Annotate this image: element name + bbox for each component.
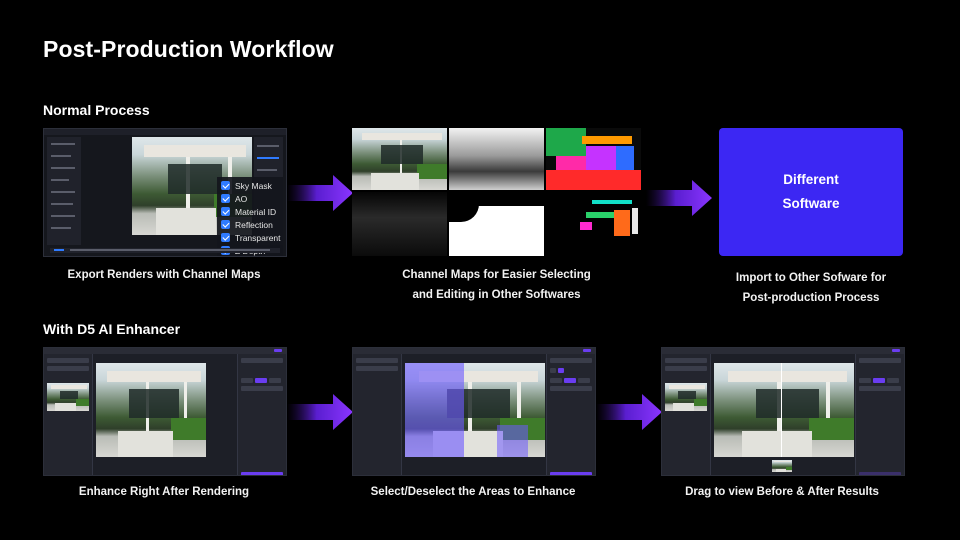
selection-mask-left	[405, 363, 464, 457]
channel-checklist: Sky Mask AO Material ID Reflection Trans…	[217, 177, 283, 256]
d5-preview	[96, 363, 206, 457]
channel-item[interactable]: AO	[221, 192, 283, 205]
d5-left-panel	[353, 354, 402, 475]
compare-slider-thumb[interactable]	[772, 460, 792, 472]
page-title: Post-Production Workflow	[43, 36, 334, 62]
channel-map-material-id	[546, 128, 641, 190]
d5-right-panel	[546, 354, 595, 475]
channel-maps-grid	[352, 128, 641, 256]
channel-map-reflection	[352, 192, 447, 256]
arrow-right-icon	[287, 175, 353, 211]
before-after-divider[interactable]	[781, 363, 783, 457]
d5-enhancer-screenshot-2	[352, 347, 596, 476]
section-heading-normal: Normal Process	[43, 102, 150, 118]
render-thumbnail[interactable]	[665, 383, 707, 411]
render-toolbar	[50, 248, 280, 253]
d5-enhancer-screenshot-1	[43, 347, 287, 476]
different-software-line1: Different	[783, 172, 839, 187]
channel-item[interactable]: Sky Mask	[221, 179, 283, 192]
checkbox-icon	[221, 194, 230, 203]
caption-select-areas: Select/Deselect the Areas to Enhance	[370, 486, 576, 498]
enhance-button[interactable]	[859, 472, 901, 475]
arrow-right-icon	[287, 394, 353, 430]
d5-right-panel	[237, 354, 286, 475]
caption-enhance-after-rendering: Enhance Right After Rendering	[78, 486, 250, 498]
checkbox-icon	[221, 233, 230, 242]
channel-item[interactable]: Reflection	[221, 218, 283, 231]
different-software-box: Different Software	[719, 128, 903, 256]
selection-mask-right	[497, 425, 529, 457]
render-sidebar	[47, 137, 81, 245]
checkbox-icon	[221, 207, 230, 216]
channel-map-beauty	[352, 128, 447, 190]
enhance-button[interactable]	[241, 472, 283, 475]
channel-item[interactable]: Transparent	[221, 231, 283, 244]
render-thumbnail[interactable]	[47, 383, 89, 411]
d5-preview-selection[interactable]	[405, 363, 545, 457]
d5-enhancer-screenshot-3	[661, 347, 905, 476]
d5-left-panel	[44, 354, 93, 475]
caption-before-after: Drag to view Before & After Results	[685, 486, 879, 498]
arrow-right-icon	[646, 180, 712, 216]
different-software-line2: Software	[782, 196, 840, 211]
d5-before-after-preview	[714, 363, 854, 457]
render-export-screenshot: Sky Mask AO Material ID Reflection Trans…	[43, 128, 287, 257]
d5-left-panel	[662, 354, 711, 475]
channel-map-transparent	[546, 192, 641, 256]
checkbox-icon	[221, 181, 230, 190]
caption-channel-maps: Channel Maps for Easier Selecting and Ed…	[402, 269, 591, 301]
channel-map-sky-mask	[449, 192, 544, 256]
d5-right-panel	[855, 354, 904, 475]
caption-export-renders: Export Renders with Channel Maps	[67, 269, 261, 281]
checkbox-icon	[221, 220, 230, 229]
channel-item[interactable]: Material ID	[221, 205, 283, 218]
section-heading-d5: With D5 AI Enhancer	[43, 321, 181, 337]
enhance-button[interactable]	[550, 472, 592, 475]
channel-map-ao	[449, 128, 544, 190]
caption-import-software: Import to Other Sofware for Post-product…	[735, 272, 887, 304]
arrow-right-icon	[596, 394, 662, 430]
